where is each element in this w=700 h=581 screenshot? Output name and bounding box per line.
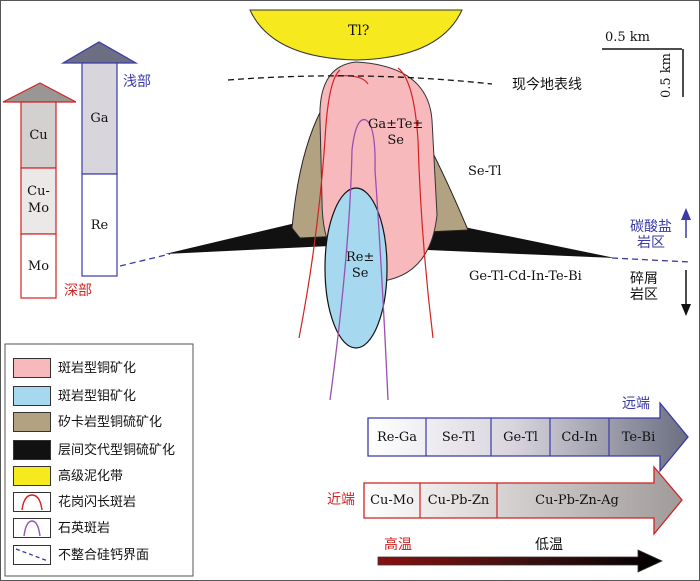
scale-horizontal-label: 0.5 km (605, 30, 651, 45)
shallow-label: 浅部 (123, 74, 151, 90)
legend-label: 斑岩型铜矿化 (58, 361, 137, 376)
distal-cell: Ge-Tl (503, 429, 538, 445)
argillic-zone (249, 9, 463, 61)
quartz-porphyry-outline (329, 118, 389, 401)
red-column-cell: Cu (29, 127, 48, 143)
temperature-arrow (377, 549, 663, 573)
red-column-arrowhead (2, 82, 77, 103)
legend-label: 高级泥化带 (58, 469, 124, 484)
scale-vertical-label: 0.5 km (659, 52, 674, 98)
present-surface-label: 现今地表线 (512, 77, 582, 93)
proximal-cell: Cu-Mo (370, 493, 414, 508)
legend-swatch-argillic (13, 466, 51, 486)
granodiorite-porphyry-outline (298, 69, 341, 339)
legend-swatch-unconformity (13, 545, 51, 565)
distal-cell: Re-Ga (376, 429, 417, 445)
arch-purple-icon (23, 520, 41, 537)
proximal-title: 近端 (327, 492, 355, 508)
legend-label: 矽卡岩型铜硫矿化 (58, 415, 163, 430)
proximal-arrow-body (363, 465, 683, 536)
deep-label: 深部 (64, 283, 92, 299)
legend-box (4, 343, 194, 577)
arch-red-icon (21, 494, 43, 511)
dashed-line-icon (15, 548, 49, 562)
high-temp-label: 高温 (384, 537, 412, 553)
ga-te-se-label: Ga±Te± Se (368, 117, 424, 148)
proximal-cell: Cu-Pb-Zn-Ag (535, 493, 619, 508)
blue-column-cell: Ga (90, 111, 109, 126)
red-column-cell: Cu- Mo (27, 184, 50, 216)
legend-swatch-porphyry-cu (13, 358, 51, 378)
legend-swatch-granodiorite (13, 492, 51, 512)
legend-label: 斑岩型钼矿化 (58, 389, 137, 404)
up-arrow-icon (681, 208, 691, 220)
left-interlayer-wedge (165, 220, 330, 254)
legend-swatch-skarn (13, 412, 51, 432)
legend-label: 石英斑岩 (58, 521, 111, 536)
legend-swatch-porphyry-mo (13, 386, 51, 406)
low-temp-label: 低温 (535, 537, 563, 553)
trace-element-label: Ge-Tl-Cd-In-Te-Bi (469, 269, 582, 284)
distal-cell: Te-Bi (621, 429, 656, 445)
present-surface-line (227, 75, 493, 85)
distal-title: 远端 (622, 396, 650, 412)
unconformity-left (119, 253, 171, 267)
unconformity-right (611, 257, 691, 263)
down-arrow-icon (681, 304, 691, 316)
legend-swatch-interlayer (13, 440, 51, 460)
legend-label: 层间交代型铜硫矿化 (58, 443, 176, 458)
carbonate-label: 碳酸盐 岩区 (630, 219, 672, 252)
blue-column-cell: Re (90, 217, 109, 233)
clastic-label: 碎屑 岩区 (630, 271, 658, 304)
re-se-label: Re± Se (346, 250, 375, 282)
legend-swatch-quartz-porphyry (13, 518, 51, 538)
legend-label: 不整合硅钙界面 (58, 548, 150, 563)
distal-cell: Cd-In (561, 429, 598, 445)
red-column-cell: Mo (27, 258, 50, 274)
distal-arrow-body (367, 401, 689, 473)
blue-column-arrowhead (60, 41, 139, 64)
legend-label: 花岗闪长斑岩 (58, 495, 137, 510)
proximal-cell: Cu-Pb-Zn (427, 493, 490, 508)
granodiorite-porphyry-outline (397, 67, 434, 339)
se-tl-label: Se-Tl (468, 164, 502, 179)
argillic-label: Tl? (348, 23, 370, 39)
distal-cell: Se-Tl (441, 429, 476, 445)
